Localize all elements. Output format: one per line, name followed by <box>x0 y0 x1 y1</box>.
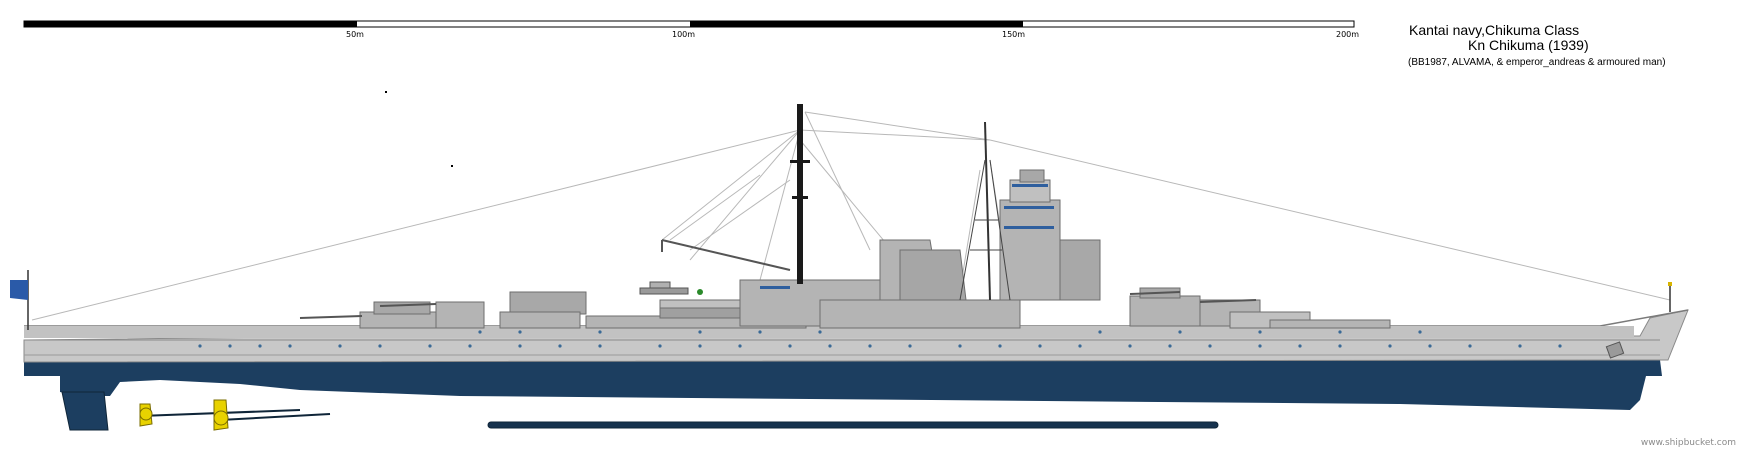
propellers <box>139 399 229 431</box>
scale-label-150m: 150m <box>1002 30 1025 39</box>
scale-bar: 50m 100m 150m 200m <box>23 20 1359 39</box>
crane <box>661 239 791 271</box>
title-ship: Kn Chikuma (1939) <box>1468 37 1589 53</box>
scale-label-100m: 100m <box>672 30 695 39</box>
masts <box>790 104 1011 301</box>
bow-staff <box>1668 282 1672 312</box>
seaplane <box>639 281 703 295</box>
credits: (BB1987, ALVAMA, & emperor_andreas & arm… <box>1408 57 1666 68</box>
hull-lower <box>24 360 1662 431</box>
scale-label-50m: 50m <box>346 30 364 39</box>
rigging <box>31 111 1671 321</box>
title-class: Kantai navy,Chikuma Class <box>1409 22 1580 38</box>
gun-barrels <box>299 291 1257 319</box>
bridge-windows <box>760 184 1054 289</box>
scale-label-200m: 200m <box>1336 30 1359 39</box>
superstructure <box>359 169 1391 329</box>
watermark: www.shipbucket.com <box>1640 438 1736 448</box>
hull-upper <box>23 309 1689 363</box>
stern-flag <box>10 270 29 330</box>
